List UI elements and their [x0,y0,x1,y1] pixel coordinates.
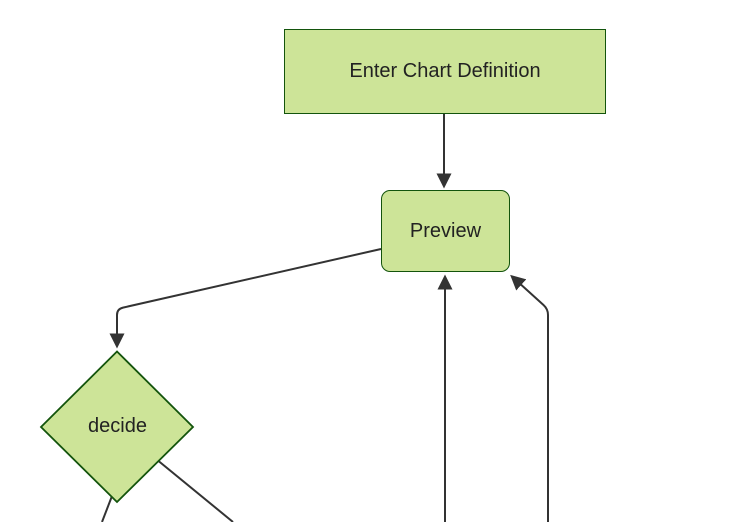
edge-preview-to-decide [109,248,382,349]
edge-decide-to-bottom-left [101,495,113,522]
node-preview-label: Preview [409,219,482,242]
edge-decide-to-bottom-center [157,460,234,522]
node-enter-chart-definition: Enter Chart Definition [284,29,606,114]
node-preview: Preview [381,190,510,272]
node-decide-shape [39,350,195,504]
edge-bottom-right-to-preview [510,274,549,522]
node-enter-chart-definition-label: Enter Chart Definition [349,60,541,82]
